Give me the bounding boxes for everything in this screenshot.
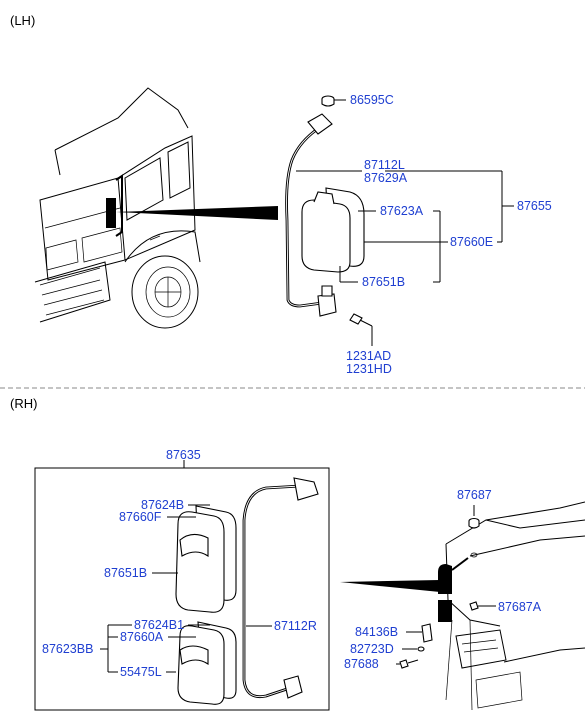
lh-section-title: (LH) bbox=[10, 13, 35, 28]
label-87687A[interactable]: 87687A bbox=[498, 600, 542, 614]
label-87623BB[interactable]: 87623BB bbox=[42, 642, 93, 656]
label-87655[interactable]: 87655 bbox=[517, 199, 552, 213]
label-1231AD[interactable]: 1231AD bbox=[346, 349, 391, 363]
rh-stay-arm bbox=[242, 477, 319, 699]
label-87651B-lh[interactable]: 87651B bbox=[362, 275, 405, 289]
label-84136B[interactable]: 84136B bbox=[355, 625, 398, 639]
label-87629A[interactable]: 87629A bbox=[364, 171, 408, 185]
rh-section-title: (RH) bbox=[10, 396, 37, 411]
label-87624B[interactable]: 87624B bbox=[141, 498, 184, 512]
label-87660E[interactable]: 87660E bbox=[450, 235, 493, 249]
lh-truck-cab-illustration bbox=[34, 87, 201, 329]
label-87688[interactable]: 87688 bbox=[344, 657, 379, 671]
rh-small-parts bbox=[396, 505, 496, 669]
label-87623A[interactable]: 87623A bbox=[380, 204, 424, 218]
label-87687[interactable]: 87687 bbox=[457, 488, 492, 502]
label-87624B1[interactable]: 87624B1 bbox=[134, 618, 184, 632]
lh-mirror-assembly bbox=[285, 95, 373, 327]
label-1231HD[interactable]: 1231HD bbox=[346, 362, 392, 376]
label-87112R[interactable]: 87112R bbox=[274, 619, 317, 633]
rh-lower-mirror bbox=[177, 621, 237, 705]
label-55475L[interactable]: 55475L bbox=[120, 665, 162, 679]
label-87635[interactable]: 87635 bbox=[166, 448, 201, 462]
rh-callout-wedge bbox=[340, 580, 440, 592]
label-87651B-rh[interactable]: 87651B bbox=[104, 566, 147, 580]
label-87660F[interactable]: 87660F bbox=[119, 510, 162, 524]
label-87112L[interactable]: 87112L bbox=[364, 158, 405, 172]
lh-callout-wedge bbox=[116, 206, 278, 220]
rh-upper-mirror bbox=[175, 505, 237, 613]
rh-truck-cab-illustration bbox=[438, 501, 585, 711]
label-87660A[interactable]: 87660A bbox=[120, 630, 164, 644]
rh-assembly-box bbox=[34, 467, 330, 711]
lh-leader-lines bbox=[296, 99, 514, 346]
rh-leader-lines bbox=[100, 504, 272, 673]
label-86595C[interactable]: 86595C bbox=[350, 93, 394, 107]
lh-mirror-location-marker bbox=[106, 198, 116, 228]
label-82723D[interactable]: 82723D bbox=[350, 642, 394, 656]
